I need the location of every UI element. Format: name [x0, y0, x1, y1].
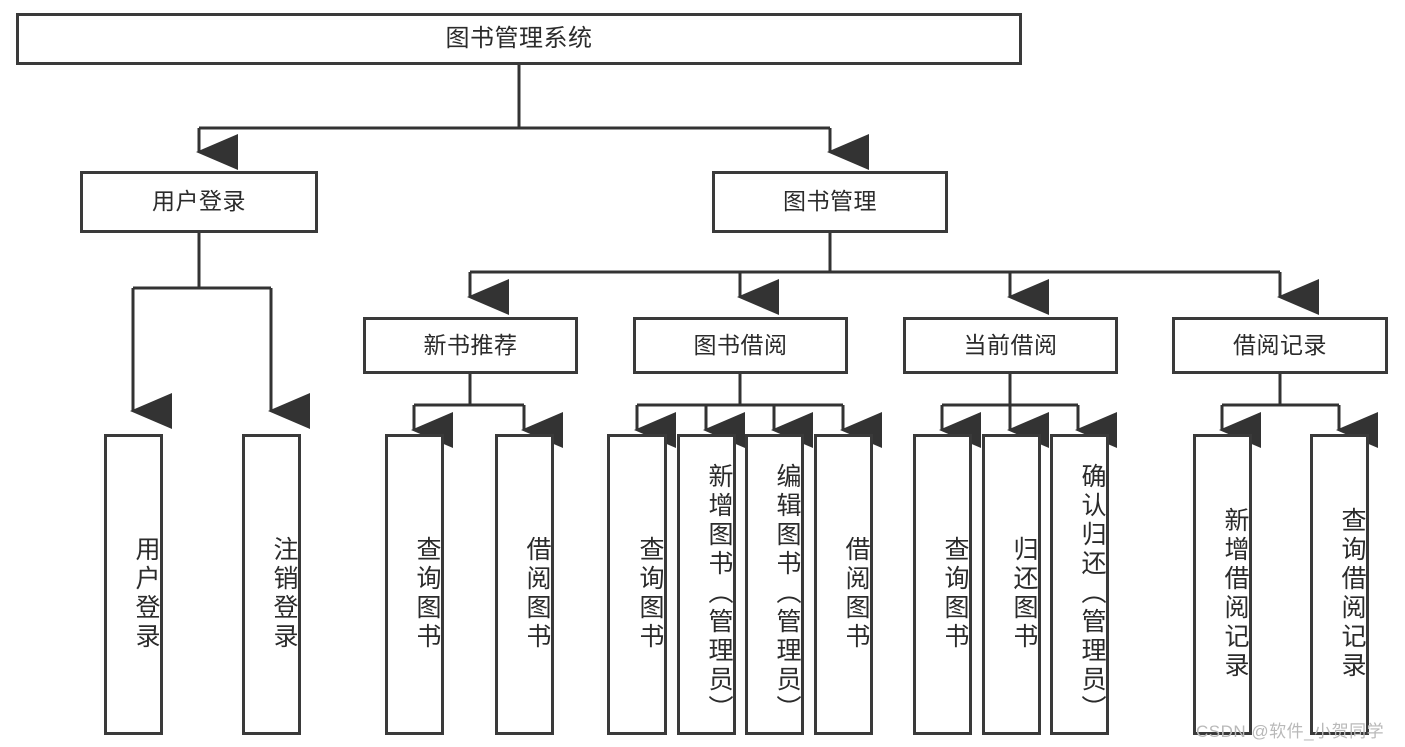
leaf-logout-login-label: 注销登录 — [270, 535, 298, 652]
node-book-borrow[interactable]: 图书借阅 — [633, 317, 848, 374]
leaf-query-book-3-label: 查询图书 — [941, 535, 969, 652]
node-root-label: 图书管理系统 — [445, 24, 593, 52]
node-user-login[interactable]: 用户登录 — [80, 171, 318, 233]
node-root-system[interactable]: 图书管理系统 — [16, 13, 1022, 65]
leaf-borrow-book-1[interactable]: 借阅图书 — [495, 434, 554, 735]
leaf-add-book[interactable]: 新增图书（管理员） — [677, 434, 736, 735]
leaf-query-book-1[interactable]: 查询图书 — [385, 434, 444, 735]
leaf-query-book-3[interactable]: 查询图书 — [913, 434, 972, 735]
node-current-borrow-label: 当前借阅 — [963, 331, 1058, 358]
leaf-logout-login[interactable]: 注销登录 — [242, 434, 301, 735]
leaf-user-login-label: 用户登录 — [132, 535, 160, 652]
leaf-borrow-book-2[interactable]: 借阅图书 — [814, 434, 873, 735]
leaf-return-book-label: 归还图书 — [1010, 535, 1038, 652]
leaf-edit-book[interactable]: 编辑图书（管理员） — [745, 434, 804, 735]
node-borrow-record[interactable]: 借阅记录 — [1172, 317, 1388, 374]
node-book-management[interactable]: 图书管理 — [712, 171, 948, 233]
leaf-query-record[interactable]: 查询借阅记录 — [1310, 434, 1369, 735]
node-new-book-recommend[interactable]: 新书推荐 — [363, 317, 578, 374]
leaf-user-login[interactable]: 用户登录 — [104, 434, 163, 735]
leaf-return-book[interactable]: 归还图书 — [982, 434, 1041, 735]
leaf-add-record-label: 新增借阅记录 — [1221, 506, 1249, 681]
node-borrow-record-label: 借阅记录 — [1233, 331, 1327, 358]
leaf-query-book-2-label: 查询图书 — [636, 535, 664, 652]
leaf-confirm-return[interactable]: 确认归还（管理员） — [1050, 434, 1109, 735]
node-current-borrow[interactable]: 当前借阅 — [903, 317, 1118, 374]
node-book-management-label: 图书管理 — [783, 188, 877, 215]
watermark-text: CSDN @软件_小贺同学 — [1196, 722, 1385, 741]
leaf-add-record[interactable]: 新增借阅记录 — [1193, 434, 1252, 735]
node-new-book-recommend-label: 新书推荐 — [423, 331, 518, 358]
node-user-login-label: 用户登录 — [152, 188, 246, 215]
node-book-borrow-label: 图书借阅 — [693, 331, 788, 358]
leaf-confirm-return-label: 确认归还（管理员） — [1078, 463, 1106, 724]
leaf-query-book-2[interactable]: 查询图书 — [607, 434, 667, 735]
leaf-query-record-label: 查询借阅记录 — [1338, 506, 1366, 681]
leaf-edit-book-label: 编辑图书（管理员） — [773, 463, 801, 724]
leaf-borrow-book-1-label: 借阅图书 — [523, 535, 551, 652]
leaf-borrow-book-2-label: 借阅图书 — [842, 535, 870, 652]
leaf-query-book-1-label: 查询图书 — [413, 535, 441, 652]
leaf-add-book-label: 新增图书（管理员） — [705, 463, 733, 724]
